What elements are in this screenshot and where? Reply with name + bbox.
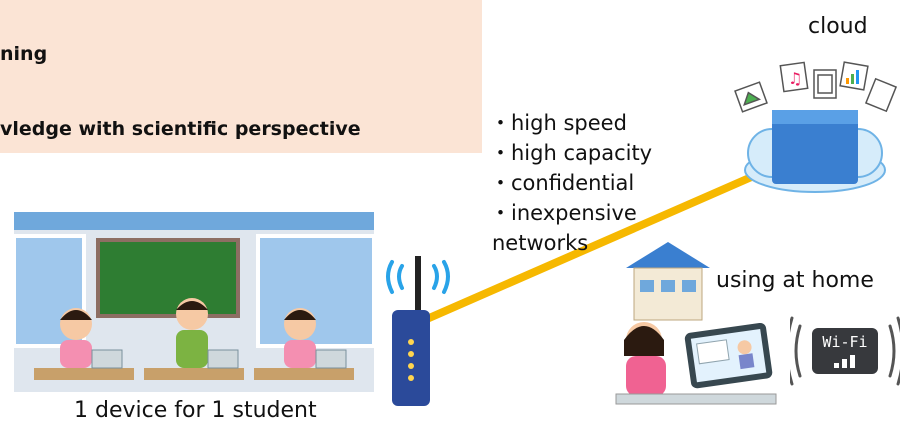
network-features-list: ・high speed ・high capacity ・confidential… — [490, 108, 652, 258]
wifi-badge-group: Wi-Fi — [790, 306, 900, 396]
banner-line-1: ning — [0, 43, 48, 65]
cloud-label: cloud — [808, 14, 868, 39]
house-icon — [626, 242, 710, 321]
svg-text:♫: ♫ — [788, 69, 802, 88]
cloud-storage-icon: ♫ — [734, 61, 898, 193]
feature-item: ・high speed — [490, 111, 627, 135]
wifi-badge: Wi-Fi — [812, 328, 878, 374]
wifi-badge-label: Wi-Fi — [822, 333, 868, 351]
feature-item: ・confidential — [490, 171, 635, 195]
wifi-router-icon — [386, 256, 450, 406]
banner-line-2: vledge with scientific perspective — [0, 118, 361, 140]
feature-item: ・high capacity — [490, 141, 653, 165]
classroom-caption: 1 device for 1 student — [74, 398, 317, 423]
feature-item: ・inexpensive — [490, 201, 637, 225]
topic-banner: ning vledge with scientific perspective — [0, 0, 482, 153]
student-at-home-illustration — [615, 322, 777, 405]
classroom-illustration — [14, 212, 374, 392]
home-label: using at home — [716, 268, 874, 293]
wifi-waves-icon — [790, 316, 900, 386]
feature-item-networks: networks — [492, 231, 589, 255]
signal-bars-icon — [834, 355, 855, 368]
